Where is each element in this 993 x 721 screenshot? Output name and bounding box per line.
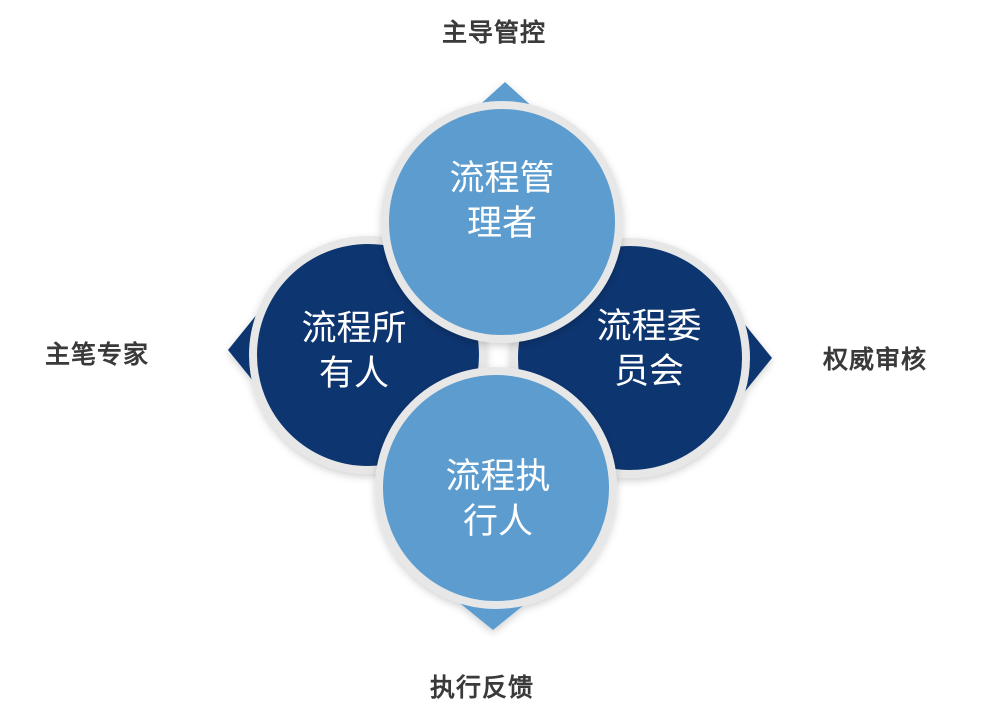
role-top-line2: 理者 — [466, 204, 537, 244]
role-top-line1: 流程管 — [449, 159, 555, 199]
role-left-line2: 有人 — [318, 354, 389, 394]
outer-label-top: 主导管控 — [442, 18, 547, 47]
role-label-left: 流程所 有人 — [272, 307, 436, 397]
role-bottom-line2: 行人 — [462, 502, 533, 542]
role-bottom-line1: 流程执 — [445, 457, 551, 497]
outer-label-bottom: 执行反馈 — [430, 673, 535, 702]
circle-process-executor — [375, 367, 617, 630]
role-left-line1: 流程所 — [301, 309, 407, 349]
outer-label-left: 主笔专家 — [45, 340, 150, 369]
role-label-top: 流程管 理者 — [420, 157, 584, 247]
role-right-line1: 流程委 — [596, 307, 702, 347]
role-right-line2: 员会 — [613, 352, 684, 392]
role-label-bottom: 流程执 行人 — [416, 455, 580, 545]
circle-process-manager — [381, 82, 623, 343]
outer-label-right: 权威审核 — [823, 345, 928, 374]
role-label-right: 流程委 员会 — [567, 305, 731, 395]
